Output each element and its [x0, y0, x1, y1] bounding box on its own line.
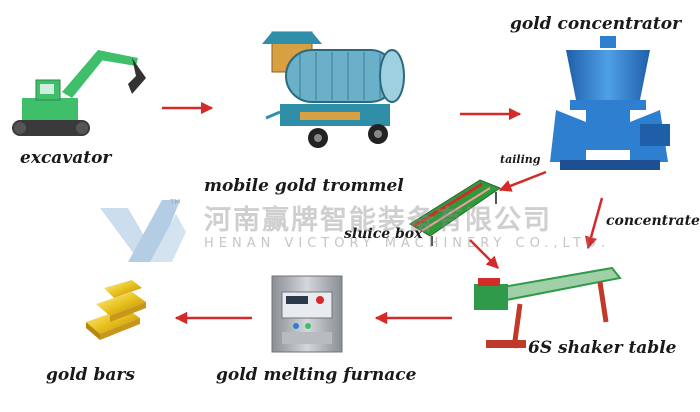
label-shaker-table: 6S shaker table: [528, 338, 677, 358]
label-sluice-box: sluice box: [344, 226, 423, 242]
label-concentrate: concentrate: [606, 213, 700, 229]
watermark-company-en: HENAN VICTORY MACHINERY CO.,LTD.: [204, 236, 611, 251]
excavator-illustration: [12, 50, 146, 136]
flow-arrows: [162, 101, 604, 325]
concentrator-illustration: [550, 36, 670, 170]
label-excavator: excavator: [20, 148, 112, 168]
sluice-box-illustration: [409, 179, 502, 246]
watermark-trademark: TM: [170, 198, 181, 206]
arrow-concentrator-to-shaker: [585, 197, 604, 250]
watermark-company-cn: 河南赢牌智能装备有限公司: [204, 205, 552, 236]
label-gold-bars: gold bars: [46, 365, 135, 385]
furnace-illustration: [271, 275, 343, 353]
gold-bars-illustration: [86, 280, 146, 340]
label-furnace: gold melting furnace: [216, 365, 417, 385]
arrow-sluice-to-shaker: [469, 239, 499, 269]
label-concentrator: gold concentrator: [510, 14, 682, 34]
watermark-logo: [100, 200, 186, 262]
trommel-illustration: [262, 31, 405, 148]
label-trommel: mobile gold trommel: [204, 176, 404, 196]
label-tailing: tailing: [500, 153, 541, 166]
shaker-table-illustration: [474, 266, 622, 349]
arrow-concentrator-to-sluice: [498, 170, 547, 192]
